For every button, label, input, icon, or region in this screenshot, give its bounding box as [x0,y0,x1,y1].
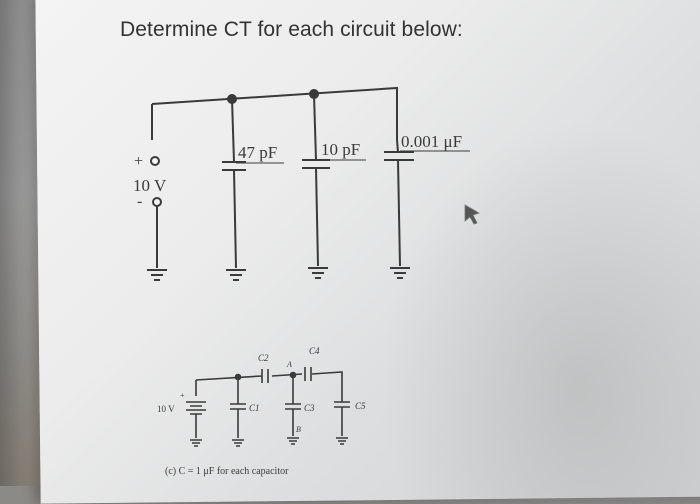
capacitor-c5 [334,396,350,436]
node-a-label: A [286,360,292,369]
ground-symbol-7 [287,437,299,445]
capacitor-c3 [285,375,301,436]
ground-symbol-6 [232,439,244,447]
cap-10pf-label: 10 pF [321,140,360,159]
ground-symbol-2 [226,269,246,281]
source-plus-terminal [150,156,160,166]
ground-symbol-8 [336,437,348,445]
circuit-2-labels: 10 V + C1 C2 C3 C4 C5 A B (c) C = 1 μF f… [157,346,366,477]
source-minus-label: - [137,193,142,210]
source-plus-label: + [134,153,143,170]
c5-label: C5 [355,401,366,411]
capacitor-47pf [222,98,246,269]
top-bus-wire [151,86,398,140]
mouse-pointer-icon [464,204,480,225]
ground-symbol-4 [390,267,410,279]
node-b-label: B [296,425,301,434]
ground-symbol-1 [147,269,167,281]
circuit-1-labels: + 10 V - 47 pF 10 pF 0.001 μF [133,132,462,210]
circuit-2-caption: (c) C = 1 μF for each capacitor [165,466,289,477]
c2-source-plus-label: + [180,391,185,400]
c3-label: C3 [304,403,315,413]
source-minus-terminal [152,197,162,207]
cap-47pf-label: 47 pF [238,143,277,162]
ground-symbol-5 [190,439,202,447]
circuit-2-top-wire [195,371,343,396]
source-voltage-label: 10 V [133,176,167,195]
question-heading: Determine CT for each circuit below: [120,18,463,41]
capacitor-0001uf [384,139,414,267]
capacitor-10pf [302,93,330,267]
circuit-2 [186,367,350,447]
circuit-1 [147,86,414,281]
capacitor-c1 [230,377,246,438]
label-underlines [236,150,470,164]
c2-label: C2 [258,353,269,363]
cap-0001uf-label: 0.001 μF [401,132,462,151]
capacitor-c4 [304,367,312,381]
c4-label: C4 [309,346,320,356]
capacitor-c2 [261,369,269,383]
c1-label: C1 [249,403,260,413]
paper-shadow [380,120,700,500]
ground-symbol-3 [308,267,328,279]
c2-source-voltage-label: 10 V [157,404,175,414]
circuit-diagrams: + 10 V - 47 pF 10 pF 0.001 μF 10 V + C1 [133,86,470,477]
battery-10v [186,401,206,438]
